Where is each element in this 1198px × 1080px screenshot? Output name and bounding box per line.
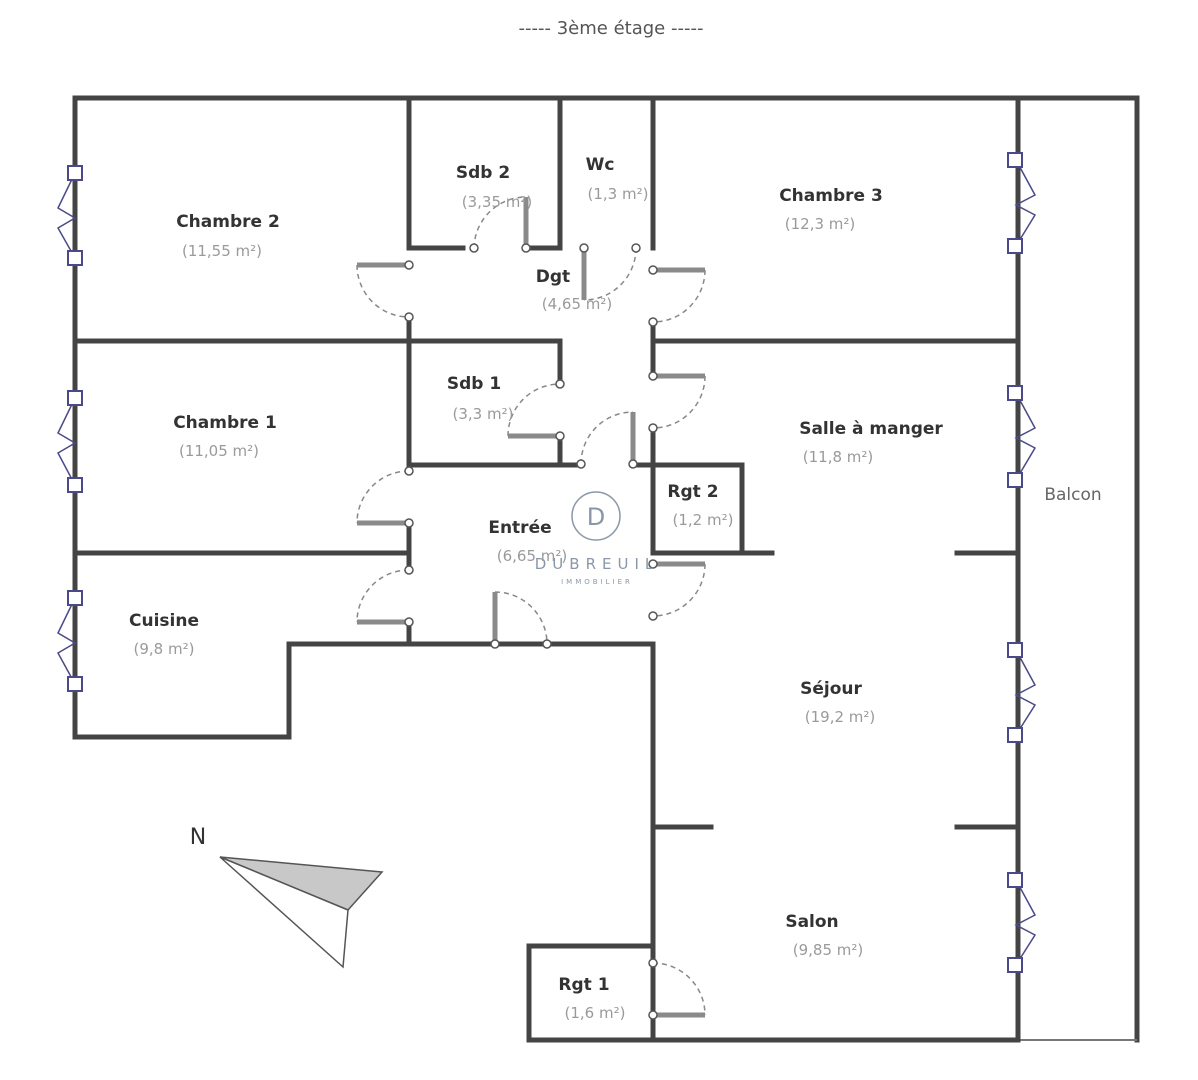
room-area-rgt-1: (1,6 m²)	[565, 1004, 626, 1022]
room-name-cuisine: Cuisine	[129, 611, 199, 631]
window-cuisine	[56, 590, 83, 692]
logo-ring	[571, 491, 621, 541]
room-name-dgt: Dgt	[536, 267, 570, 287]
room-area-entree: (6,65 m²)	[497, 547, 568, 565]
room-name-sejour: Séjour	[800, 679, 862, 699]
balcony-label: Balcon	[1044, 485, 1101, 505]
room-area-chambre-2: (11,55 m²)	[182, 242, 262, 260]
room-name-salon: Salon	[785, 912, 838, 932]
north-compass: N	[190, 825, 384, 969]
room-labels: Chambre 2 (11,55 m²) Sdb 2 (3,35 m²) Wc …	[129, 155, 1102, 1022]
logo-brand: DUBREUIL	[535, 555, 659, 573]
room-area-wc: (1,3 m²)	[588, 185, 649, 203]
room-name-sdb-1: Sdb 1	[447, 374, 501, 394]
watermark-logo: D DUBREUIL IMMOBILIER	[535, 491, 659, 586]
room-name-entree: Entrée	[488, 518, 551, 538]
walls	[72, 95, 1140, 1043]
room-area-chambre-3: (12,3 m²)	[785, 215, 856, 233]
room-area-sejour: (19,2 m²)	[805, 708, 876, 726]
floor-title: ----- 3ème étage -----	[519, 18, 704, 39]
window-salle-a-manger	[1007, 385, 1037, 488]
room-area-salon: (9,85 m²)	[793, 941, 864, 959]
doors	[356, 196, 706, 1020]
window-chambre-2	[56, 165, 83, 266]
room-name-chambre-3: Chambre 3	[779, 186, 883, 206]
window-chambre-3	[1007, 152, 1037, 254]
windows	[56, 152, 1037, 973]
room-name-rgt-1: Rgt 1	[558, 975, 609, 995]
room-area-chambre-1: (11,05 m²)	[179, 442, 259, 460]
room-area-sdb-1: (3,3 m²)	[453, 405, 514, 423]
room-name-chambre-1: Chambre 1	[173, 413, 277, 433]
logo-monogram: D	[587, 503, 605, 531]
room-area-salle-a-manger: (11,8 m²)	[803, 448, 874, 466]
room-area-rgt-2: (1,2 m²)	[673, 511, 734, 529]
room-name-chambre-2: Chambre 2	[176, 212, 280, 232]
room-name-wc: Wc	[586, 155, 615, 175]
window-salon	[1007, 872, 1037, 973]
compass-needle-plain	[219, 856, 349, 969]
room-name-sdb-2: Sdb 2	[456, 163, 510, 183]
room-area-dgt: (4,65 m²)	[542, 295, 613, 313]
room-name-salle-a-manger: Salle à manger	[799, 419, 943, 439]
window-chambre-1	[57, 390, 83, 493]
window-sejour	[1007, 642, 1037, 743]
room-name-rgt-2: Rgt 2	[667, 482, 718, 502]
logo-tagline: IMMOBILIER	[561, 578, 633, 586]
room-area-cuisine: (9,8 m²)	[134, 640, 195, 658]
room-area-sdb-2: (3,35 m²)	[462, 193, 533, 211]
north-label: N	[190, 825, 206, 850]
